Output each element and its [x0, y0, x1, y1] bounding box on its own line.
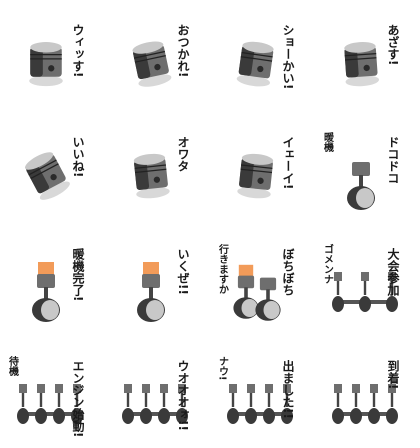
- sticker-caption: ドコドコ: [386, 136, 400, 184]
- sticker-2[interactable]: おつかれ!: [105, 0, 210, 112]
- sticker-subcaption: 暖機: [322, 131, 334, 153]
- sticker-caption: いいね!: [71, 136, 85, 177]
- piston-rod-icon: [233, 264, 259, 319]
- piston-icon: [133, 153, 170, 199]
- sticker-subcaption: ナウ!: [217, 356, 229, 381]
- sticker-caption: 到着!: [386, 359, 400, 390]
- piston-icon: [132, 41, 172, 87]
- sticker-16[interactable]: 到着!: [315, 336, 420, 448]
- sticker-caption: エンジン始動!: [71, 360, 85, 437]
- sticker-subcaption: 行きますか: [217, 243, 230, 294]
- sticker-caption: ぼちぼち: [281, 248, 295, 296]
- crankshaft-icon: [332, 384, 398, 424]
- sticker-1[interactable]: ウィッす!: [0, 0, 105, 112]
- sticker-15[interactable]: 出ました!! ナウ!: [210, 336, 315, 448]
- sticker-6[interactable]: オワタ: [105, 112, 210, 224]
- sticker-9[interactable]: 暖機完了!: [0, 224, 105, 336]
- sticker-caption: いくぜ!!: [176, 248, 190, 295]
- crankshaft-icon: [227, 384, 293, 424]
- sticker-caption: 大会参加: [386, 247, 400, 297]
- sticker-caption: ウィッす!: [71, 24, 85, 78]
- piston-rod-icon: [137, 262, 165, 322]
- sticker-caption: 出ました!!: [281, 359, 295, 419]
- sticker-14[interactable]: ウオオオォ!!: [105, 336, 210, 448]
- sticker-12[interactable]: 大会参加 ゴメンナ: [315, 224, 420, 336]
- piston-icon: [236, 41, 274, 87]
- sticker-3[interactable]: ショーかい!: [210, 0, 315, 112]
- sticker-subcaption: ゴメンナ: [322, 243, 334, 284]
- sticker-caption: イェーイ!: [281, 136, 295, 189]
- sticker-7[interactable]: イェーイ!: [210, 112, 315, 224]
- sticker-10[interactable]: いくぜ!!: [105, 224, 210, 336]
- piston-icon: [24, 152, 70, 200]
- sticker-caption: あざす!: [386, 24, 400, 66]
- crankshaft-icon: [17, 384, 83, 424]
- sticker-4[interactable]: あざす!: [315, 0, 420, 112]
- sticker-caption: ウオオオォ!!: [176, 360, 190, 431]
- piston-rod-icon: [32, 262, 60, 322]
- crankshaft-icon: [122, 384, 188, 424]
- piston-rod-icon: [255, 277, 281, 321]
- sticker-caption: ショーかい!: [281, 24, 295, 89]
- sticker-13[interactable]: エンジン始動! 待機: [0, 336, 105, 448]
- sticker-caption: おつかれ!: [176, 24, 190, 78]
- sticker-caption: オワタ: [176, 136, 190, 172]
- sticker-11[interactable]: ぼちぼち 行きますか: [210, 224, 315, 336]
- sticker-subcaption: 待機: [7, 355, 19, 377]
- sticker-caption: 暖機完了!: [71, 247, 85, 302]
- piston-icon: [237, 153, 274, 199]
- piston-icon: [29, 42, 63, 87]
- sticker-5[interactable]: いいね!: [0, 112, 105, 224]
- crankshaft-icon: [332, 272, 398, 312]
- piston-rod-icon: [347, 162, 375, 210]
- piston-icon: [344, 41, 380, 87]
- sticker-8[interactable]: ドコドコ 暖機: [315, 112, 420, 224]
